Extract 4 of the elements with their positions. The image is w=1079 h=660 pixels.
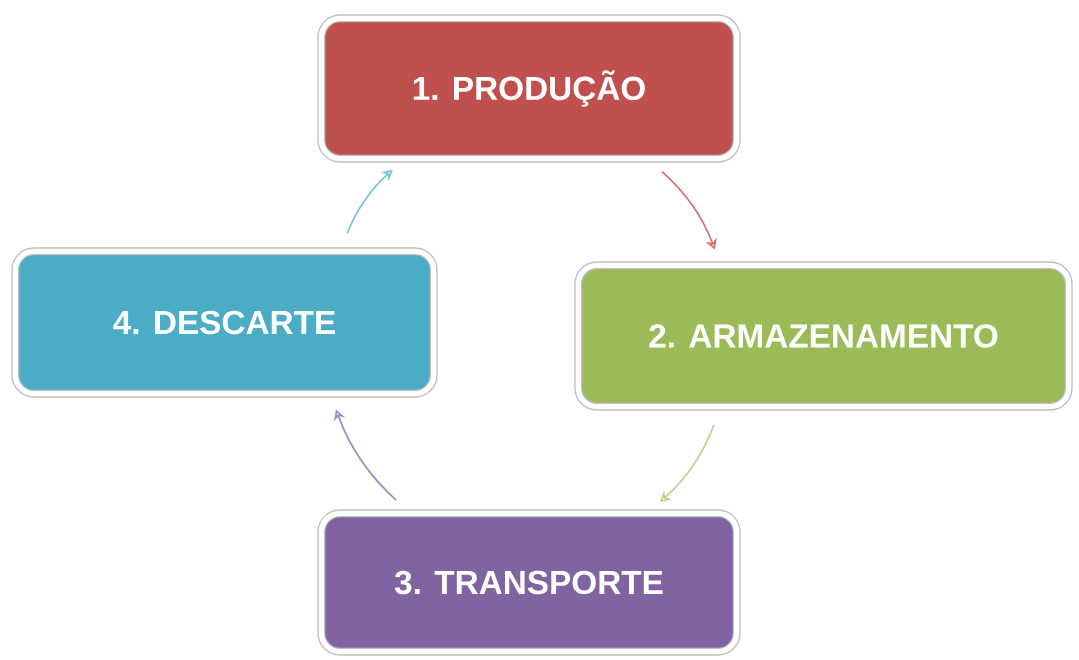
process-box: 2. ARMAZENAMENTO bbox=[574, 261, 1073, 411]
process-box: 3. TRANSPORTE bbox=[317, 509, 741, 656]
process-box: 4. DESCARTE bbox=[11, 247, 438, 398]
process-box: 1. PRODUÇÃO bbox=[317, 14, 741, 163]
